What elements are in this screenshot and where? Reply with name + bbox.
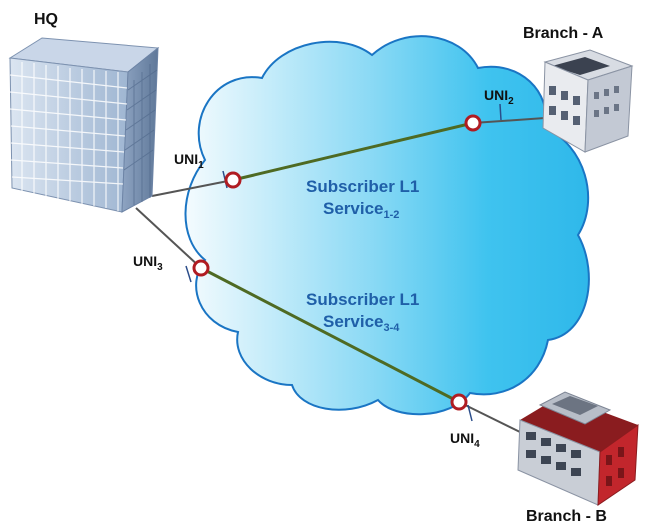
network-cloud xyxy=(184,35,590,416)
service-line-3-4 xyxy=(200,266,460,404)
uni1-label: UNI1 xyxy=(174,151,204,171)
uni2-marker xyxy=(464,114,482,132)
access-line-uni2-branch-a xyxy=(472,117,546,124)
service-line-1-2 xyxy=(232,121,474,182)
service-3-4-label: Subscriber L1 xyxy=(306,290,419,309)
access-line-hq-uni3 xyxy=(135,207,202,269)
uni2-tick xyxy=(499,103,502,121)
uni4-marker xyxy=(450,393,468,411)
branch-b-building-icon xyxy=(517,391,639,506)
service-3-4-name: Service3-4 xyxy=(323,312,400,334)
branch-a-label: Branch - A xyxy=(523,25,604,42)
uni1-marker xyxy=(224,171,242,189)
service-1-2-name: Service1-2 xyxy=(323,199,399,221)
hq-building-icon xyxy=(8,37,160,213)
hq-label: HQ xyxy=(34,11,58,28)
uni4-tick xyxy=(467,404,473,422)
uni2-label: UNI2 xyxy=(484,87,514,107)
uni4-label: UNI4 xyxy=(450,430,480,450)
uni3-marker xyxy=(192,259,210,277)
branch-a-building-icon xyxy=(542,49,634,153)
service-1-2-label: Subscriber L1 xyxy=(306,177,419,196)
access-line-hq-uni1 xyxy=(151,179,234,197)
uni3-label: UNI3 xyxy=(133,253,163,273)
branch-b-label: Branch - B xyxy=(526,508,607,525)
uni3-tick xyxy=(185,265,192,283)
